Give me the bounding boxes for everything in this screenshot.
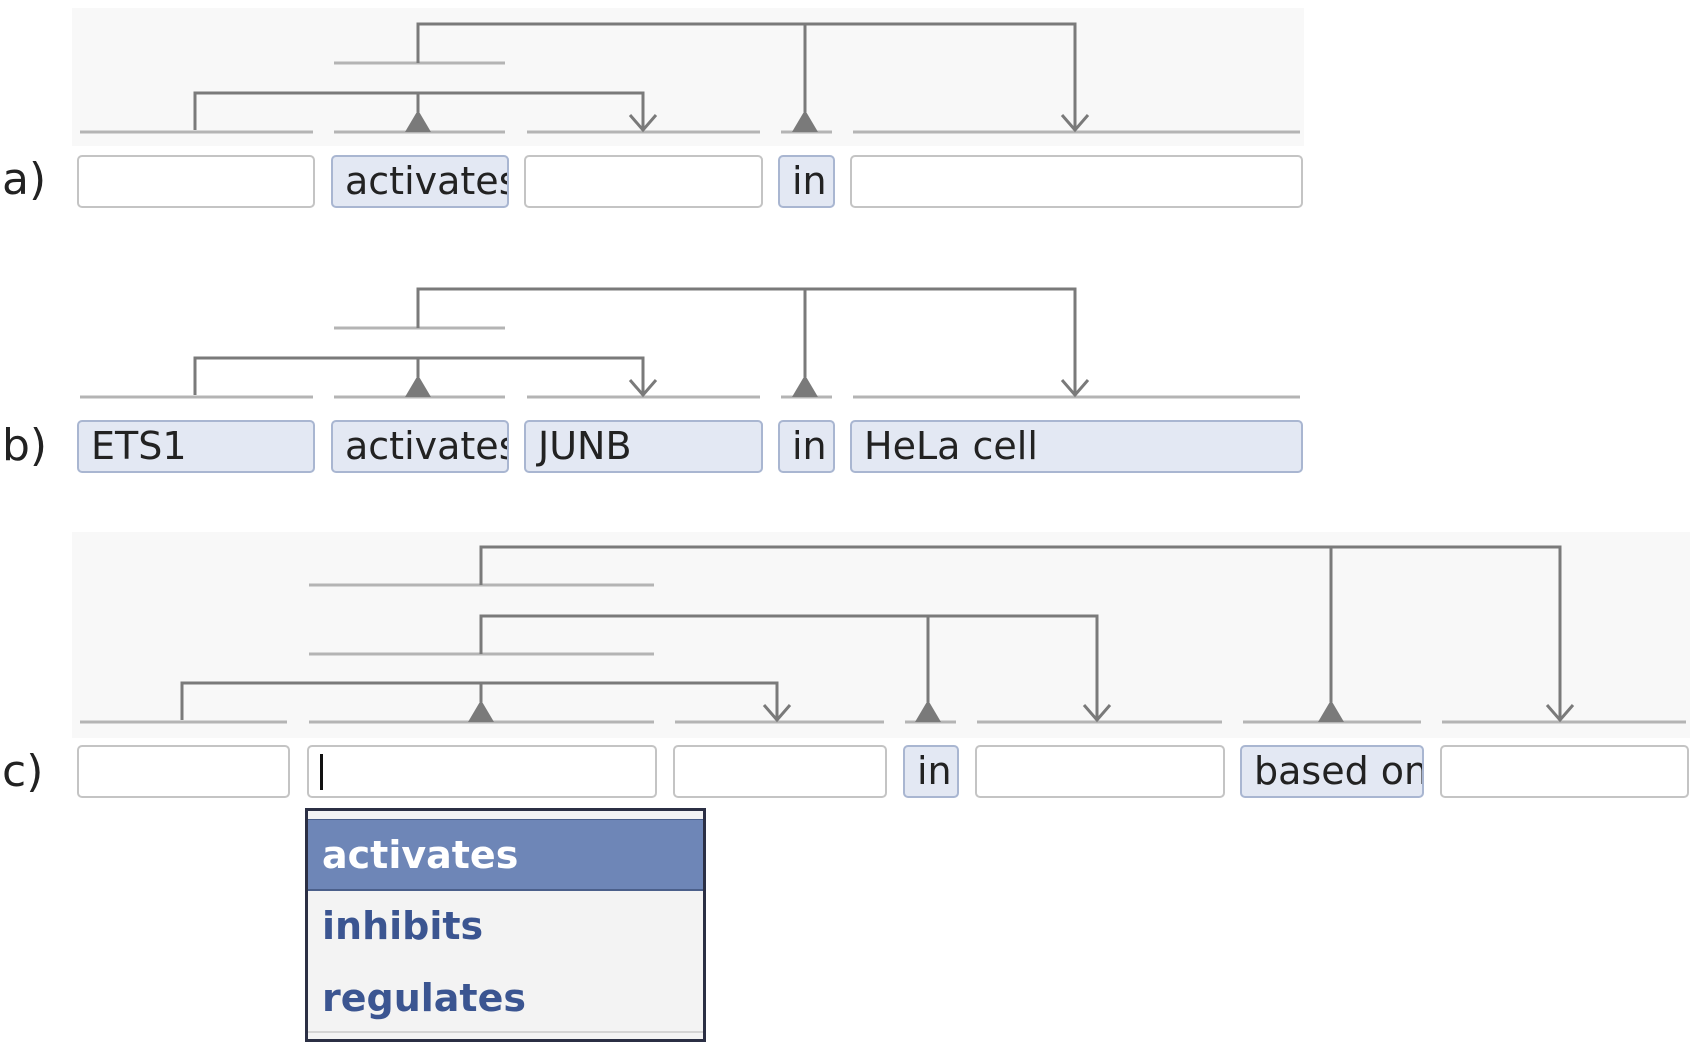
predicate-autocomplete-dropdown: activates inhibits regulates	[305, 808, 706, 1042]
row-b-predicate-chip[interactable]: activates	[331, 420, 509, 473]
row-c-in-chip[interactable]: in	[903, 745, 959, 798]
row-b-in-chip[interactable]: in	[778, 420, 835, 473]
row-a-in-chip[interactable]: in	[778, 155, 835, 208]
row-a-object-field[interactable]	[524, 155, 763, 208]
row-a-context-field[interactable]	[850, 155, 1303, 208]
row-b-context-chip[interactable]: HeLa cell	[850, 420, 1303, 473]
row-a-label: a)	[2, 154, 47, 205]
row-a-tree-panel	[72, 8, 1304, 146]
row-c-evidence-field[interactable]	[1440, 745, 1689, 798]
row-b-object-chip[interactable]: JUNB	[524, 420, 763, 473]
row-c-tree-panel	[72, 532, 1690, 738]
row-c-label: c)	[2, 746, 44, 797]
row-c-object-field[interactable]	[673, 745, 887, 798]
row-a-predicate-chip[interactable]: activates	[331, 155, 509, 208]
dropdown-option-regulates[interactable]: regulates	[322, 976, 526, 1020]
row-c-subject-field[interactable]	[77, 745, 290, 798]
row-c-based-on-chip[interactable]: based on	[1240, 745, 1424, 798]
row-c-context-field[interactable]	[975, 745, 1225, 798]
dropdown-divider	[308, 1031, 703, 1033]
row-a-subject-field[interactable]	[77, 155, 315, 208]
dropdown-option-inhibits[interactable]: inhibits	[322, 904, 484, 948]
row-c-predicate-input[interactable]	[307, 745, 657, 798]
row-b-subject-chip[interactable]: ETS1	[77, 420, 315, 473]
dropdown-option-activates[interactable]: activates	[308, 819, 703, 891]
row-b-label: b)	[2, 420, 48, 471]
